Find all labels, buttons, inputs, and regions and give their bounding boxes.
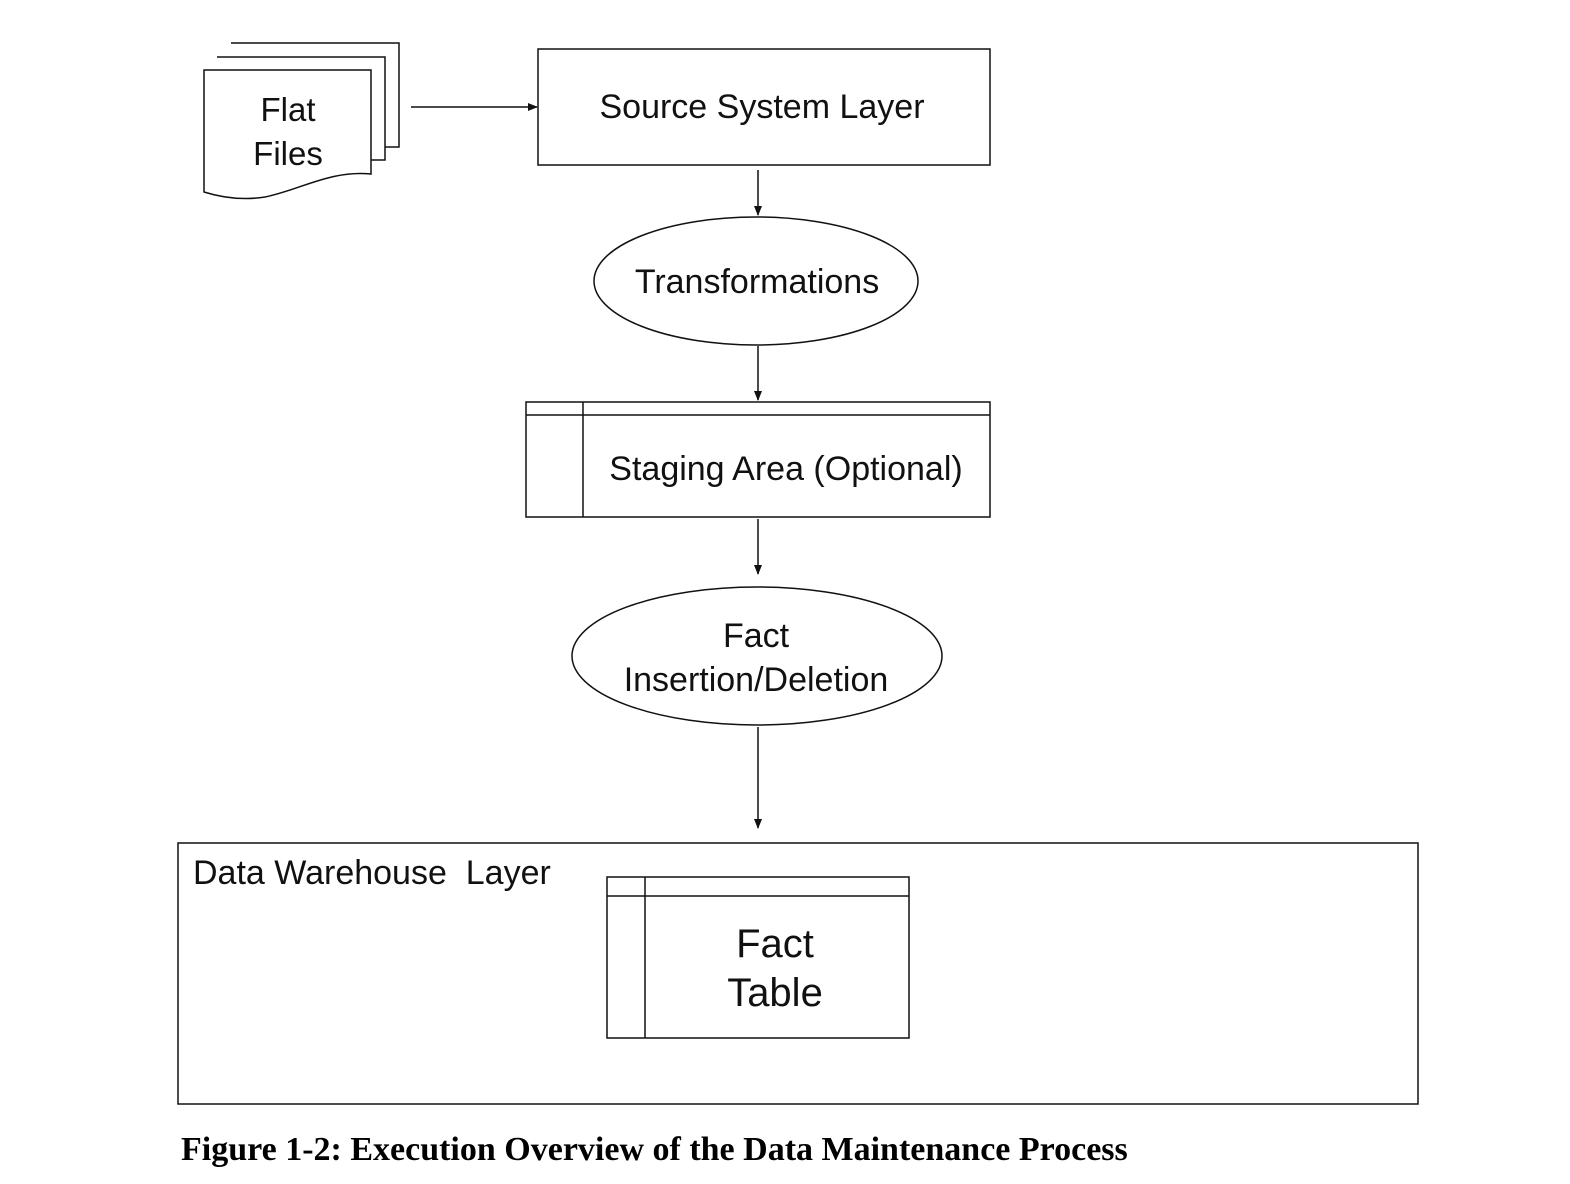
fact-insertion-deletion-label-line-2: Insertion/Deletion	[624, 661, 889, 699]
fact-table-node: Fact Table	[606, 876, 910, 1039]
source-system-label: Source System Layer	[599, 88, 924, 126]
flat-files-node: Flat Files	[203, 42, 400, 200]
fact-insertion-deletion-label-line-1: Fact	[723, 617, 790, 655]
fact-insertion-deletion-node: Fact Insertion/Deletion	[571, 586, 943, 726]
data-maintenance-flow-diagram: Flat Files Source System Layer Transform…	[177, 42, 1419, 1105]
staging-area-box	[525, 401, 991, 518]
fact-table-label-line-2: Table	[727, 971, 823, 1015]
fact-insertion-deletion-ellipse	[571, 586, 943, 726]
data-warehouse-layer-label: Data Warehouse Layer	[193, 854, 551, 892]
transformations-label: Transformations	[635, 263, 879, 301]
fact-table-box	[606, 876, 910, 1039]
staging-area-node: Staging Area (Optional)	[525, 401, 991, 518]
transformations-ellipse	[593, 216, 919, 346]
figure-caption: Figure 1-2: Execution Overview of the Da…	[181, 1131, 1128, 1168]
flat-files-label-line-2: Files	[253, 135, 323, 172]
source-system-box	[537, 48, 991, 166]
source-system-node: Source System Layer	[537, 48, 991, 166]
fact-table-label-line-1: Fact	[736, 922, 814, 966]
staging-area-label: Staging Area (Optional)	[609, 450, 962, 488]
flat-files-label-line-1: Flat	[260, 91, 315, 128]
flat-files-front-page	[203, 69, 372, 200]
transformations-node: Transformations	[593, 216, 919, 346]
